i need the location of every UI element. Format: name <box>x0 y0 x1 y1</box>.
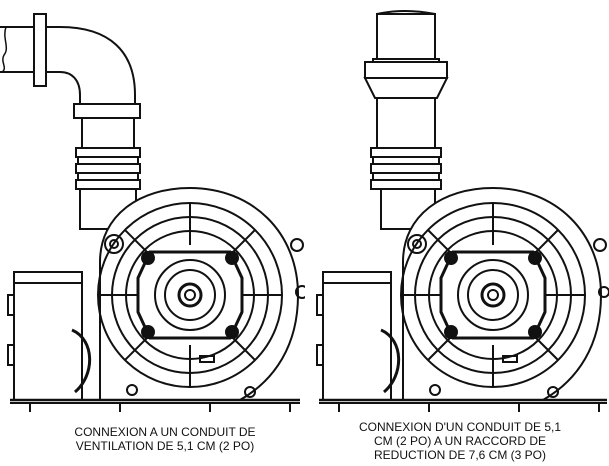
caption-line: CM (2 PO) A UN RACCORD DE <box>373 434 547 448</box>
elbow-pipe <box>0 13 141 119</box>
caption-line: VENTILATION DE 5,1 CM (2 PO) <box>75 439 255 453</box>
inducer-with-elbow-drawing <box>0 13 305 412</box>
blower-housing <box>400 186 609 401</box>
base-rail <box>319 398 607 412</box>
left-figure <box>0 0 305 420</box>
base-rail <box>10 398 300 412</box>
reducer-coupling <box>363 10 449 230</box>
side-box <box>316 271 401 401</box>
caption-line: REDUCTION DE 7,6 CM (3 PO) <box>373 448 547 462</box>
right-figure <box>305 0 609 420</box>
coupling <box>75 117 141 230</box>
caption-right: CONNEXION D'UN CONDUIT DE 5,1 CM (2 PO) … <box>330 420 590 462</box>
inducer-with-reducer-drawing <box>316 10 609 412</box>
caption-line: CONNEXION A UN CONDUIT DE <box>74 425 256 439</box>
blower-housing <box>97 186 305 401</box>
caption-left: CONNEXION A UN CONDUIT DE VENTILATION DE… <box>40 425 290 453</box>
side-box <box>7 271 92 401</box>
caption-line: CONNEXION D'UN CONDUIT DE 5,1 <box>358 420 562 434</box>
